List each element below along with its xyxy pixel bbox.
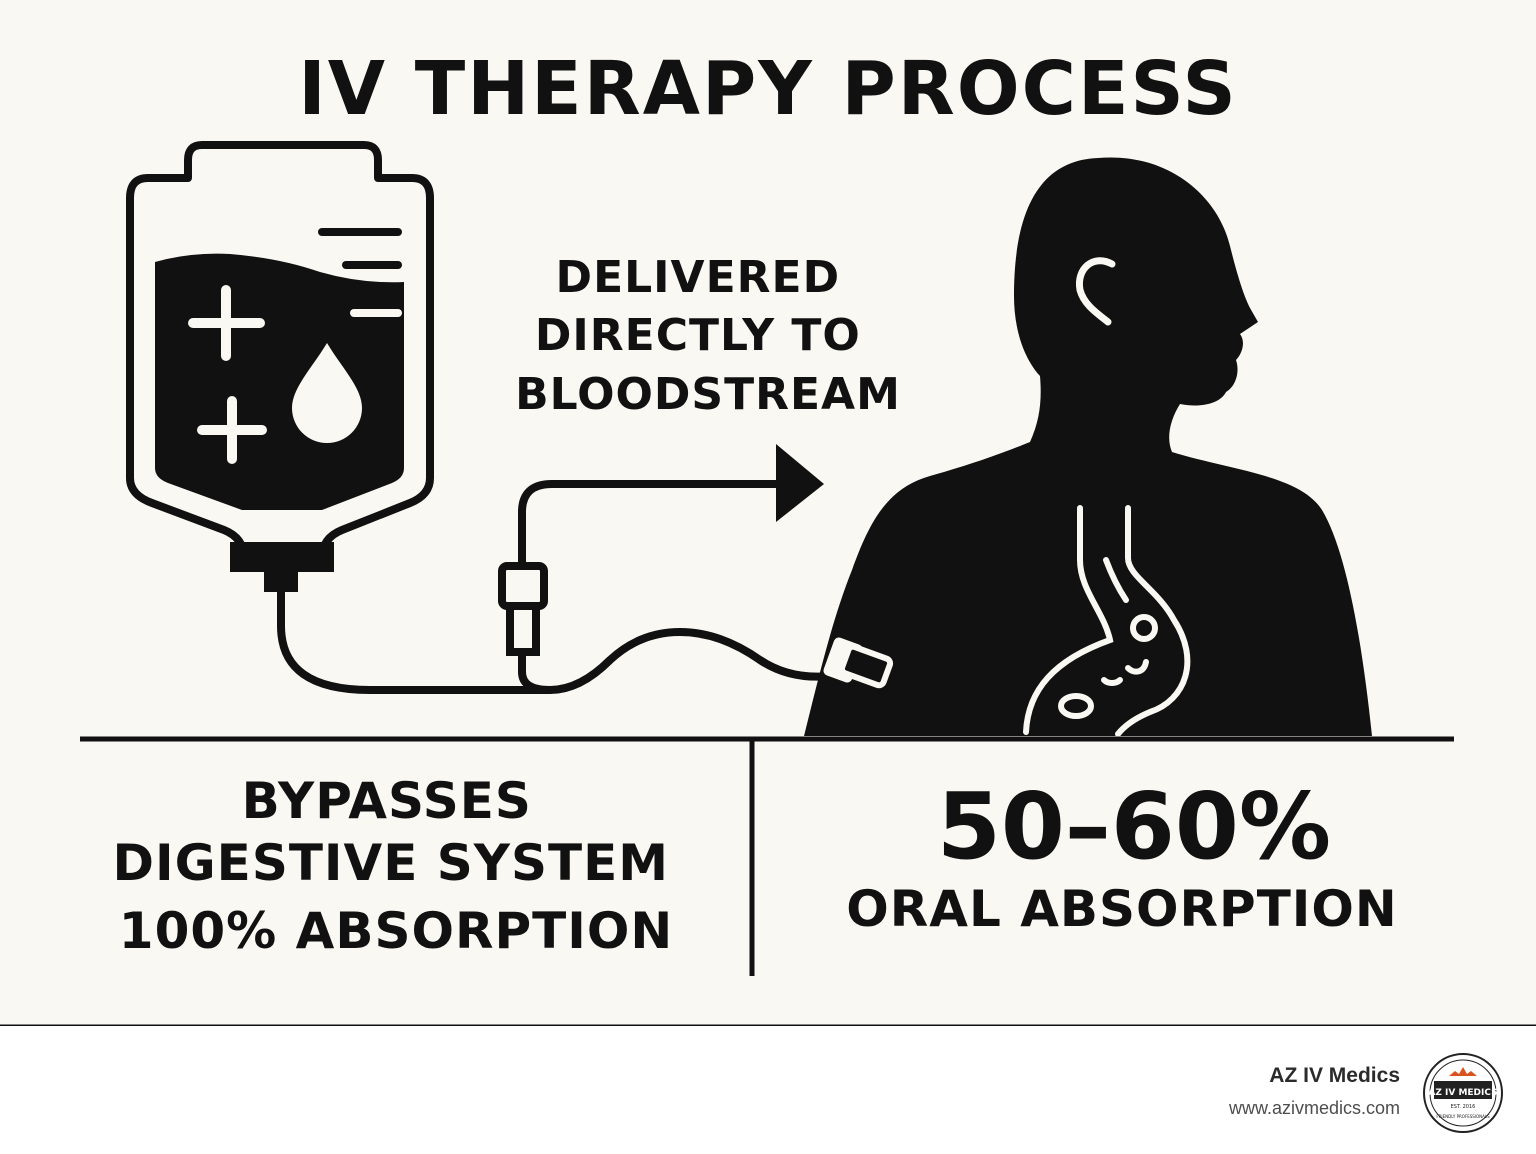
plus-icon (188, 285, 265, 361)
arrow-right-icon (776, 444, 824, 522)
delivery-caption-line: DELIVERED (556, 252, 841, 303)
human-silhouette-icon (804, 157, 1372, 737)
plus-icon (197, 396, 267, 464)
brand-name: AZ IV Medics (1269, 1064, 1400, 1087)
sun-icon (1449, 1067, 1477, 1076)
brand-website[interactable]: www.azivmedics.com (1228, 1098, 1400, 1118)
delivery-caption-line: DIRECTLY TO (535, 310, 861, 361)
iv-benefit-line: 100% ABSORPTION (119, 902, 673, 960)
logo-text: AZ IV MEDICS (1428, 1088, 1497, 1098)
page-title: IV THERAPY PROCESS (298, 46, 1238, 132)
oral-absorption-value: 50–60% (937, 773, 1331, 880)
delivery-caption-line: BLOODSTREAM (515, 369, 901, 420)
logo-established: EST. 2016 (1451, 1104, 1476, 1110)
tube-connector (498, 562, 548, 656)
oral-absorption-label: ORAL ABSORPTION (846, 880, 1398, 938)
delivery-caption: DELIVERED DIRECTLY TO BLOODSTREAM (515, 252, 901, 420)
water-drop-icon (292, 343, 362, 443)
logo-tagline: FRIENDLY PROFESSIONALS (1436, 1114, 1490, 1119)
iv-benefits: BYPASSES DIGESTIVE SYSTEM 100% ABSORPTIO… (113, 772, 688, 960)
iv-benefit-line: DIGESTIVE SYSTEM (113, 834, 670, 892)
iv-tubing (277, 480, 834, 695)
stomach-icon (1023, 505, 1191, 737)
footer (0, 1026, 1536, 1154)
iv-benefit-line: BYPASSES (242, 772, 532, 830)
iv-bag-icon (126, 141, 434, 592)
brand-logo: AZ IV MEDICS EST. 2016 FRIENDLY PROFESSI… (1423, 1053, 1503, 1133)
iv-catheter-icon (823, 637, 894, 689)
